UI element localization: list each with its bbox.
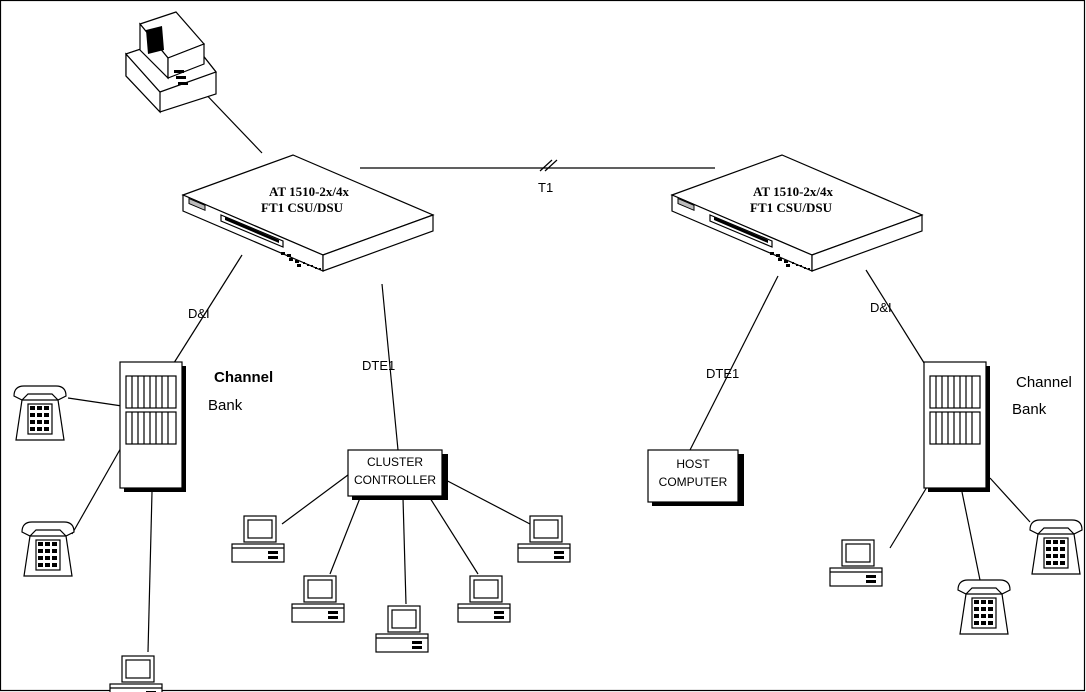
channel-bank-left-label-line2: Bank [208, 397, 243, 414]
host-computer-box [647, 449, 744, 506]
channel-bank-right-label-line2: Bank [1012, 401, 1047, 418]
phone-left-lower-icon [21, 521, 75, 577]
dni-right-line [865, 269, 927, 367]
connection-lines [67, 85, 1031, 653]
csu-left-label-line2: FT1 CSU/DSU [261, 200, 344, 215]
dte1-right-line [689, 275, 779, 451]
pc-cluster-5-icon [517, 515, 571, 563]
csu-left-label-line1: AT 1510-2x/4x [269, 184, 350, 199]
cluster-label-line1: CLUSTER [367, 455, 423, 469]
dte1-left-label: DTE1 [362, 358, 395, 373]
workstation-top-icon [124, 11, 217, 114]
cluster-controller-box [347, 449, 448, 500]
dni-right-label: D&I [870, 300, 892, 315]
dni-left-line [171, 254, 243, 367]
dni-left-label: D&I [188, 306, 210, 321]
csu-right-label-line1: AT 1510-2x/4x [753, 184, 834, 199]
t1-slash-a [539, 159, 553, 172]
phone-right-upper-icon [1029, 519, 1083, 575]
pc-cluster-3-icon [375, 605, 429, 653]
channel-bank-right-icon [923, 361, 991, 493]
csu-right-label-line2: FT1 CSU/DSU [750, 200, 833, 215]
pc-right-icon [829, 539, 883, 587]
t1-slash-b [544, 159, 558, 172]
pc-left-bottom-icon [109, 655, 163, 692]
pc-to-csu-left-line [197, 85, 263, 154]
channel-bank-left-label-line1: Channel [214, 369, 273, 386]
host-label-line1: HOST [676, 457, 710, 471]
labels: AT 1510-2x/4x FT1 CSU/DSU AT 1510-2x/4x … [188, 180, 1072, 489]
phone-left-upper-icon [13, 385, 67, 441]
phone-right-lower-icon [957, 579, 1011, 635]
dte1-right-label: DTE1 [706, 366, 739, 381]
channel-bank-right-label-line1: Channel [1016, 374, 1072, 391]
cluster-label-line2: CONTROLLER [354, 473, 436, 487]
pc-cluster-2-icon [291, 575, 345, 623]
host-label-line2: COMPUTER [659, 475, 728, 489]
t1-label: T1 [538, 180, 553, 195]
channel-bank-left-icon [119, 361, 187, 493]
pc-cluster-4-icon [457, 575, 511, 623]
dte1-left-line [381, 283, 399, 451]
pc-cluster-1-icon [231, 515, 285, 563]
